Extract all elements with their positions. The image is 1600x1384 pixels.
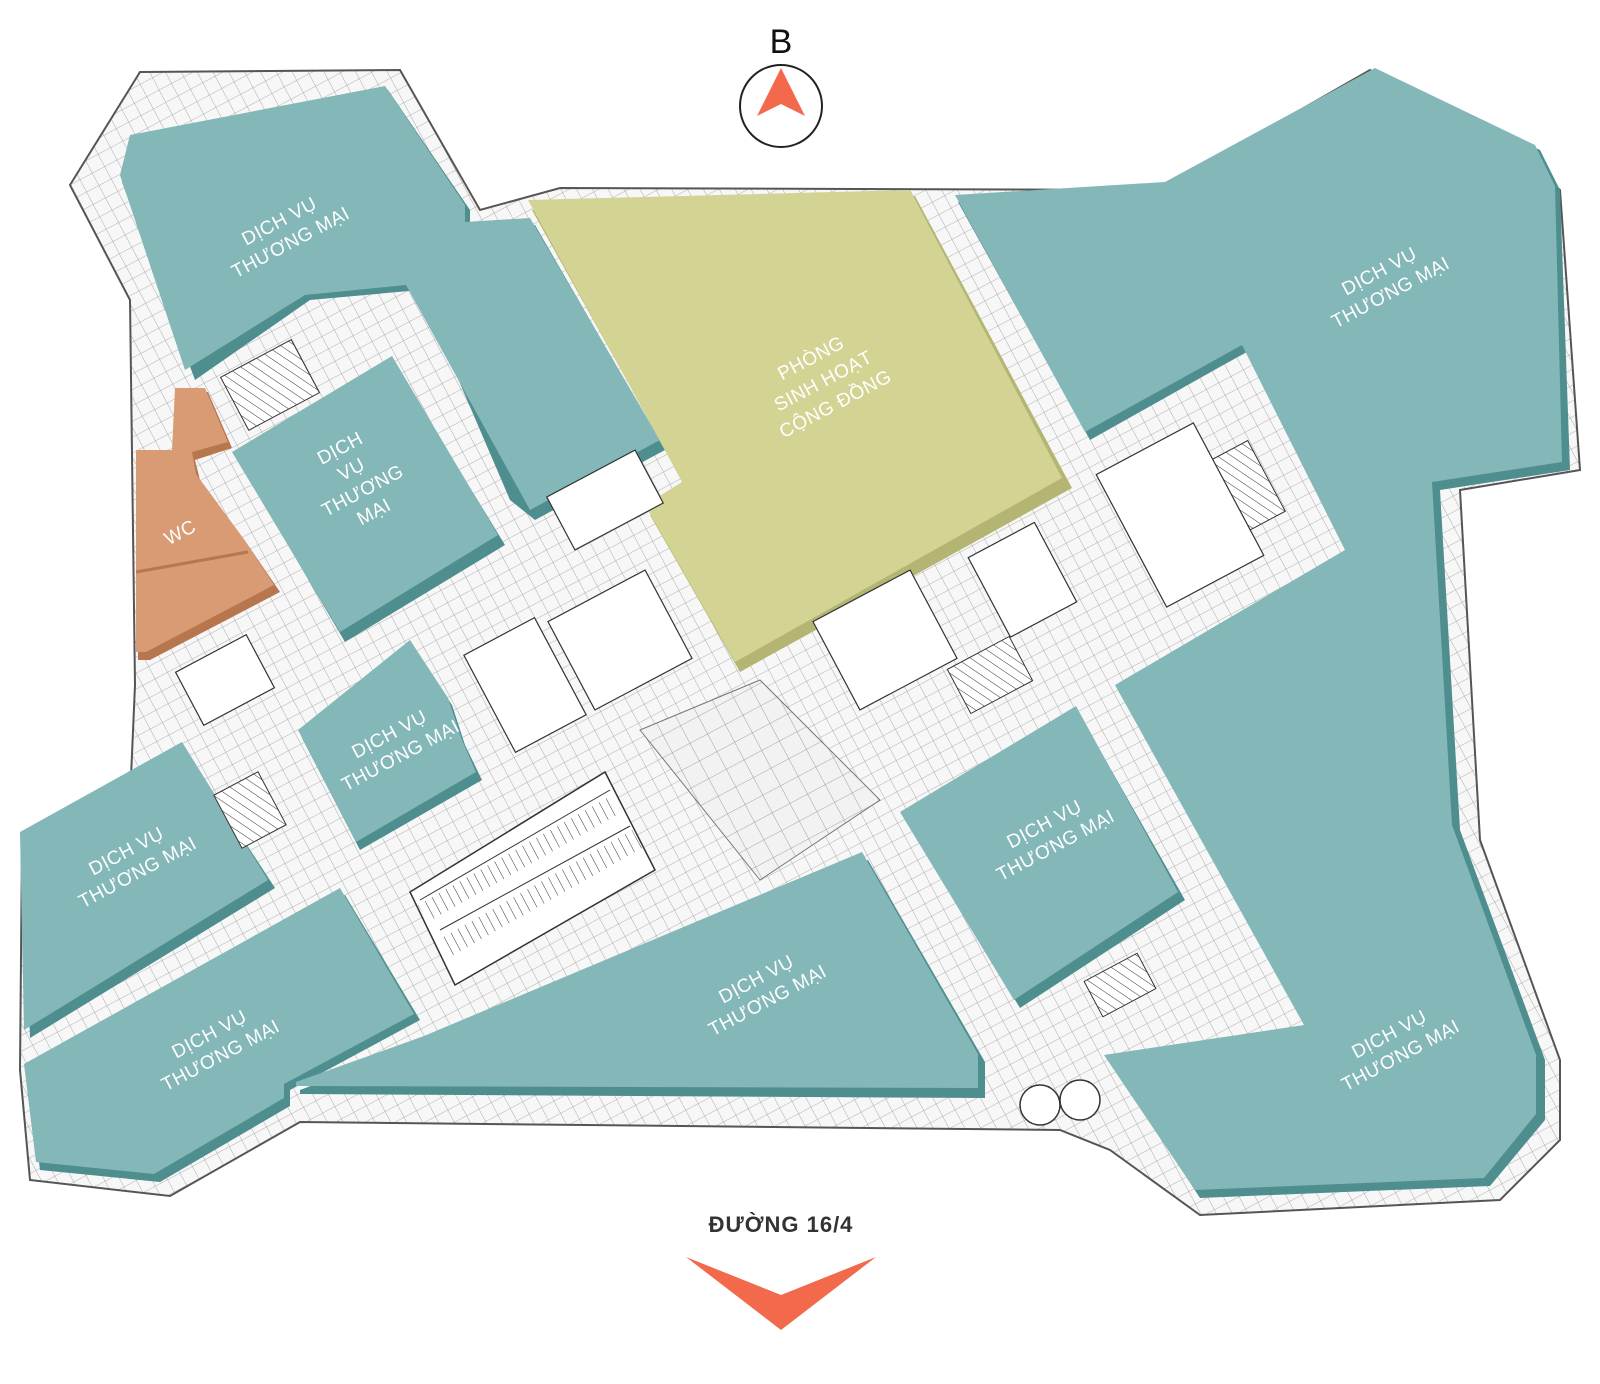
entry-south-1 (1019, 1084, 1061, 1126)
community-room-block[interactable] (528, 190, 1072, 672)
retail-center-small-block[interactable] (298, 640, 482, 850)
service-room-center (463, 616, 587, 754)
north-arrow-icon (757, 68, 805, 116)
road-label: ĐƯỜNG 16/4 (709, 1212, 854, 1237)
stair-core-w (213, 771, 287, 849)
service-room-e (1095, 422, 1265, 608)
wc-block[interactable] (135, 388, 280, 660)
stair-core-se (1083, 952, 1157, 1018)
service-room-center-right (967, 521, 1078, 638)
retail-s-block[interactable] (296, 852, 985, 1098)
lift-core-right (812, 569, 958, 711)
escalator-group (409, 770, 656, 987)
retail-ne-block[interactable] (955, 68, 1570, 1198)
retail-nw-block[interactable] (120, 86, 665, 520)
north-compass: B (739, 23, 823, 148)
lift-core-w (174, 633, 276, 727)
retail-se-inner-block[interactable] (900, 706, 1185, 1008)
retail-center-tall-block[interactable] (232, 356, 505, 642)
lift-core-left (547, 569, 693, 711)
north-letter: B (770, 23, 793, 61)
retail-w-block[interactable] (20, 742, 275, 1038)
road-arrow-icon (686, 1257, 876, 1330)
compass-ring (739, 64, 823, 148)
retail-sw-block[interactable] (24, 888, 420, 1182)
stair-core-nw (219, 339, 321, 431)
entry-south-2 (1059, 1079, 1101, 1121)
stair-core-center (946, 635, 1034, 715)
toilet-cluster (545, 449, 665, 551)
central-plaza (639, 679, 881, 881)
